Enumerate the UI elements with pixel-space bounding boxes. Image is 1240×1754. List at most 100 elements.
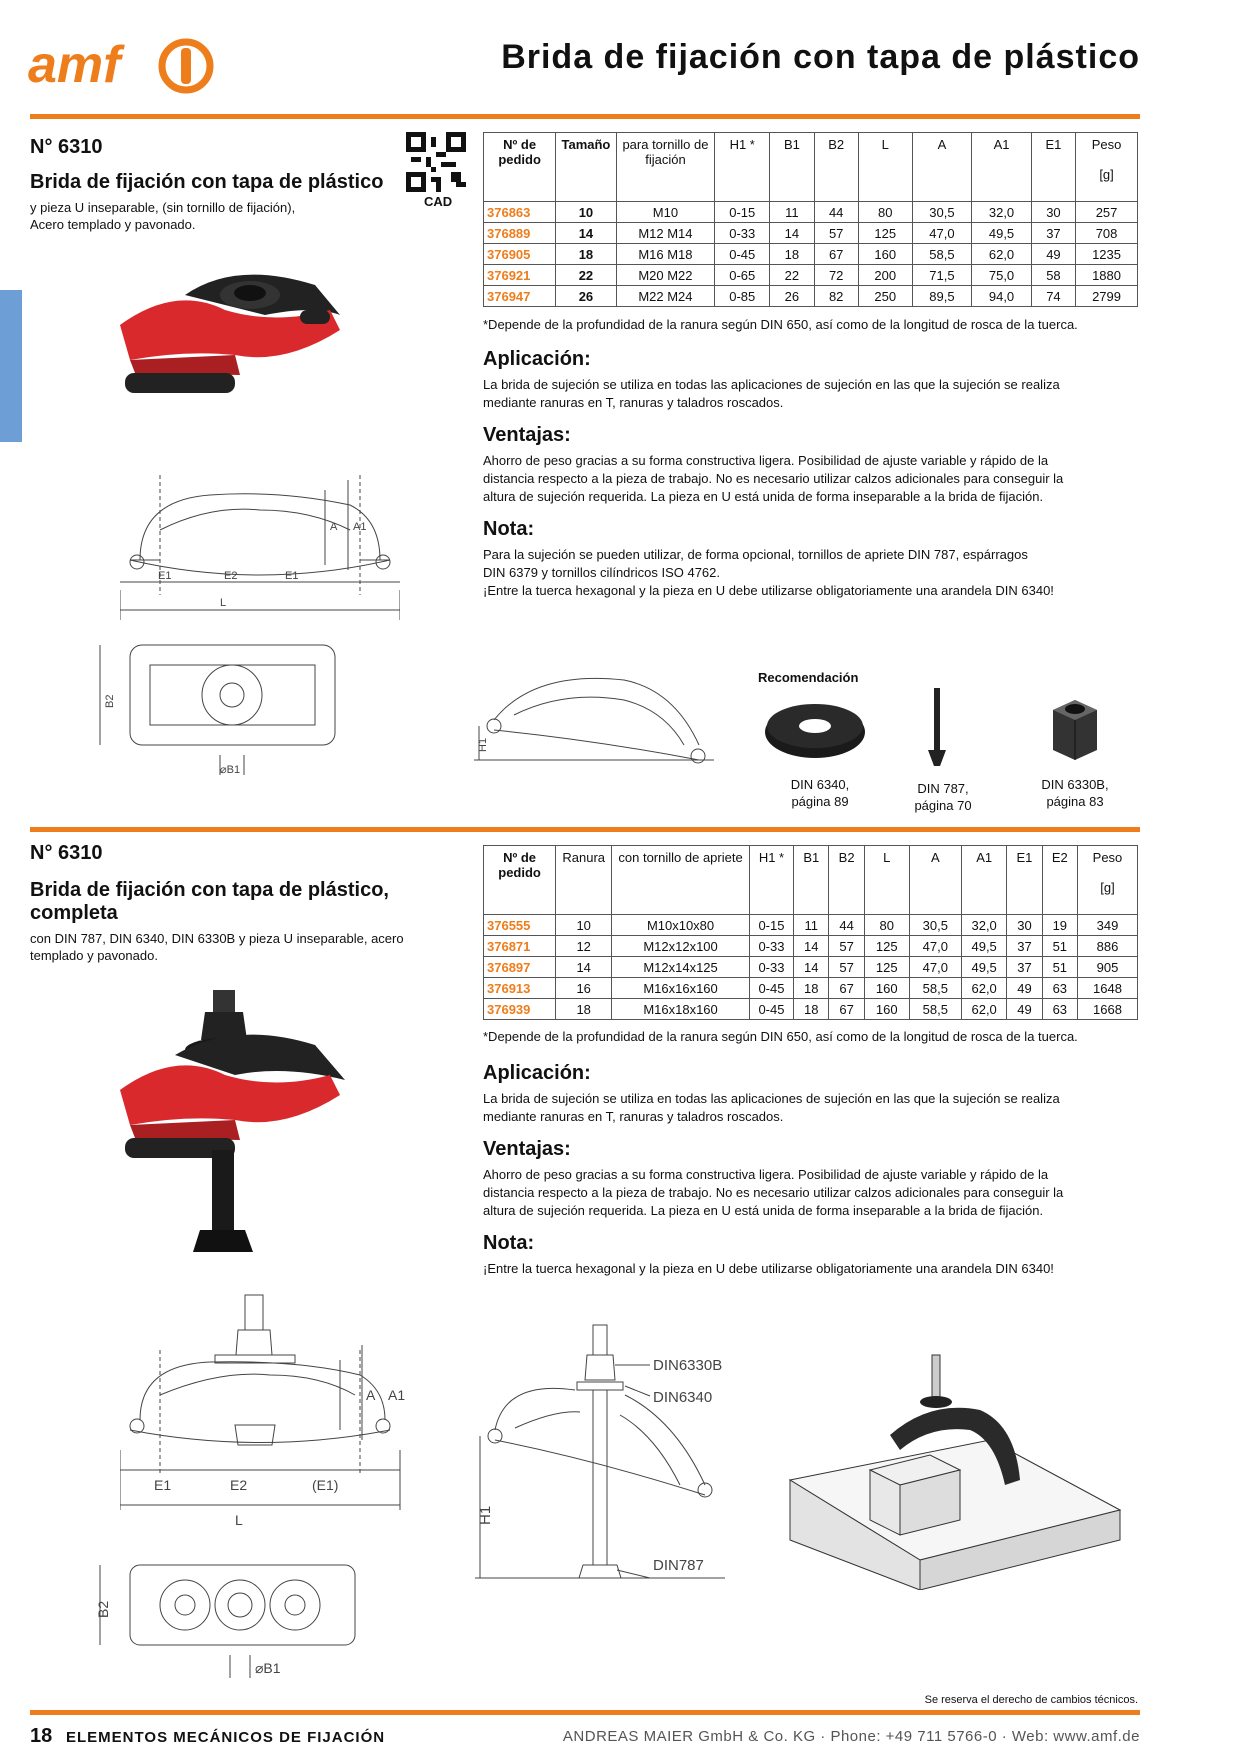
- table-cell: M10: [615, 201, 716, 223]
- svg-text:DIN787: DIN787: [653, 1557, 704, 1574]
- table-cell: 1235: [1075, 243, 1138, 265]
- col-l: L: [863, 845, 910, 915]
- col-a1: A1: [960, 845, 1008, 915]
- section1-desc-2: Acero templado y pavonado.: [30, 217, 196, 232]
- table-cell: 80: [857, 201, 913, 223]
- order-number-link[interactable]: 376871: [482, 935, 557, 957]
- table-cell: 0-33: [714, 222, 771, 244]
- rec3-caption: DIN 6330B,página 83: [1041, 777, 1109, 809]
- table-cell: 18: [555, 998, 613, 1020]
- table-cell: 22: [769, 264, 815, 286]
- footer-section-name: ELEMENTOS MECÁNICOS DE FIJACIÓN: [66, 1729, 386, 1746]
- col-weight: Peso[g]: [1075, 132, 1138, 202]
- svg-text:(E1): (E1): [312, 1477, 338, 1493]
- svg-text:E1: E1: [154, 1477, 171, 1493]
- table-cell: 51: [1041, 956, 1078, 978]
- clamp-complete-product-image: [120, 990, 345, 1252]
- table-cell: 94,0: [971, 285, 1032, 307]
- table-cell: 160: [863, 998, 910, 1020]
- svg-text:A1: A1: [388, 1387, 405, 1403]
- order-number-link[interactable]: 376939: [482, 998, 557, 1020]
- table-cell: 125: [863, 956, 910, 978]
- table-cell: 125: [863, 935, 910, 957]
- table-cell: 37: [1006, 935, 1043, 957]
- amf-logo: amf: [28, 38, 214, 94]
- table-cell: 75,0: [971, 264, 1032, 286]
- svg-text:A1: A1: [353, 521, 366, 533]
- section1-desc-1: y pieza U inseparable, (sin tornillo de …: [30, 200, 296, 215]
- table-cell: 160: [863, 977, 910, 999]
- section1-ventajas-title: Ventajas:: [483, 424, 571, 446]
- section2-spec-table: Nº de pedido Ranura con tornillo de apri…: [482, 845, 1139, 1020]
- svg-text:A: A: [366, 1387, 376, 1403]
- table-cell: 72: [813, 264, 859, 286]
- table-cell: 0-85: [714, 285, 771, 307]
- table-cell: 74: [1030, 285, 1077, 307]
- order-number-link[interactable]: 376913: [482, 977, 557, 999]
- table-cell: 1880: [1075, 264, 1138, 286]
- table-cell: 58,5: [908, 998, 963, 1020]
- table-cell: 57: [828, 956, 865, 978]
- section1-footnote: *Depende de la profundidad de la ranura …: [483, 317, 1078, 332]
- section1-nota-text: Para la sujeción se pueden utilizar, de …: [483, 547, 1054, 598]
- col-b2: B2: [813, 132, 859, 202]
- table-cell: 57: [813, 222, 859, 244]
- col-size: Tamaño: [555, 132, 617, 202]
- table-cell: 49: [1006, 977, 1043, 999]
- col-h1: H1 *: [748, 845, 795, 915]
- clamp-side-drawing: E1 E2 E1 L A A1: [120, 475, 400, 620]
- rec1-caption: DIN 6340,página 89: [790, 777, 850, 809]
- svg-text:B2: B2: [104, 695, 116, 708]
- table-cell: 160: [857, 243, 913, 265]
- order-number-link[interactable]: 376889: [482, 222, 557, 244]
- table-cell: 18: [769, 243, 815, 265]
- table-cell: 58: [1030, 264, 1077, 286]
- order-number-link[interactable]: 376897: [482, 956, 557, 978]
- order-number-link[interactable]: 376863: [482, 201, 557, 223]
- section2-desc-1: con DIN 787, DIN 6340, DIN 6330B y pieza…: [30, 931, 404, 946]
- reserve-note: Se reserva el derecho de cambios técnico…: [924, 1694, 1138, 1706]
- table-cell: 82: [813, 285, 859, 307]
- table-header-row: Nº de pedido Ranura con tornillo de apri…: [482, 845, 1139, 915]
- section1-spec-table: Nº de pedido Tamaño para tornillo de fij…: [482, 132, 1138, 307]
- assembly-drawing: DIN6330B DIN6340 DIN787 H1: [475, 1324, 725, 1579]
- h1-drawing: H1: [474, 677, 714, 764]
- table-cell: 905: [1076, 956, 1139, 978]
- table-cell: 47,0: [908, 935, 963, 957]
- order-number-link[interactable]: 376905: [482, 243, 557, 265]
- table-cell: 257: [1075, 201, 1138, 223]
- table-cell: M12x14x125: [611, 956, 750, 978]
- hex-nut-image: [1053, 700, 1097, 760]
- svg-text:A: A: [330, 521, 338, 533]
- order-number-link[interactable]: 376947: [482, 285, 557, 307]
- section2-title: Brida de fijación con tapa de plástico,c…: [30, 879, 389, 924]
- clamp-product-image: [120, 274, 340, 393]
- col-e1: E1: [1006, 845, 1043, 915]
- section2-ventajas-text: Ahorro de peso gracias a su forma constr…: [483, 1167, 1064, 1218]
- col-b1: B1: [793, 845, 830, 915]
- svg-text:L: L: [235, 1512, 243, 1528]
- table-cell: 80: [863, 914, 910, 936]
- table-cell: 26: [769, 285, 815, 307]
- table-cell: M10x10x80: [611, 914, 750, 936]
- col-b1: B1: [769, 132, 815, 202]
- order-number-link[interactable]: 376921: [482, 264, 557, 286]
- svg-text:⌀B1: ⌀B1: [255, 1660, 281, 1676]
- table-cell: 51: [1041, 935, 1078, 957]
- table-cell: 0-65: [714, 264, 771, 286]
- table-cell: 58,5: [908, 977, 963, 999]
- table-cell: 14: [793, 935, 830, 957]
- table-cell: 200: [857, 264, 913, 286]
- svg-text:E2: E2: [230, 1477, 247, 1493]
- table-cell: 30: [1030, 201, 1077, 223]
- table-cell: 0-45: [748, 977, 795, 999]
- cad-qr-code-icon[interactable]: [406, 132, 466, 192]
- table-cell: 250: [857, 285, 913, 307]
- section1-title: Brida de fijación con tapa de plástico: [30, 171, 384, 193]
- order-number-link[interactable]: 376555: [482, 914, 557, 936]
